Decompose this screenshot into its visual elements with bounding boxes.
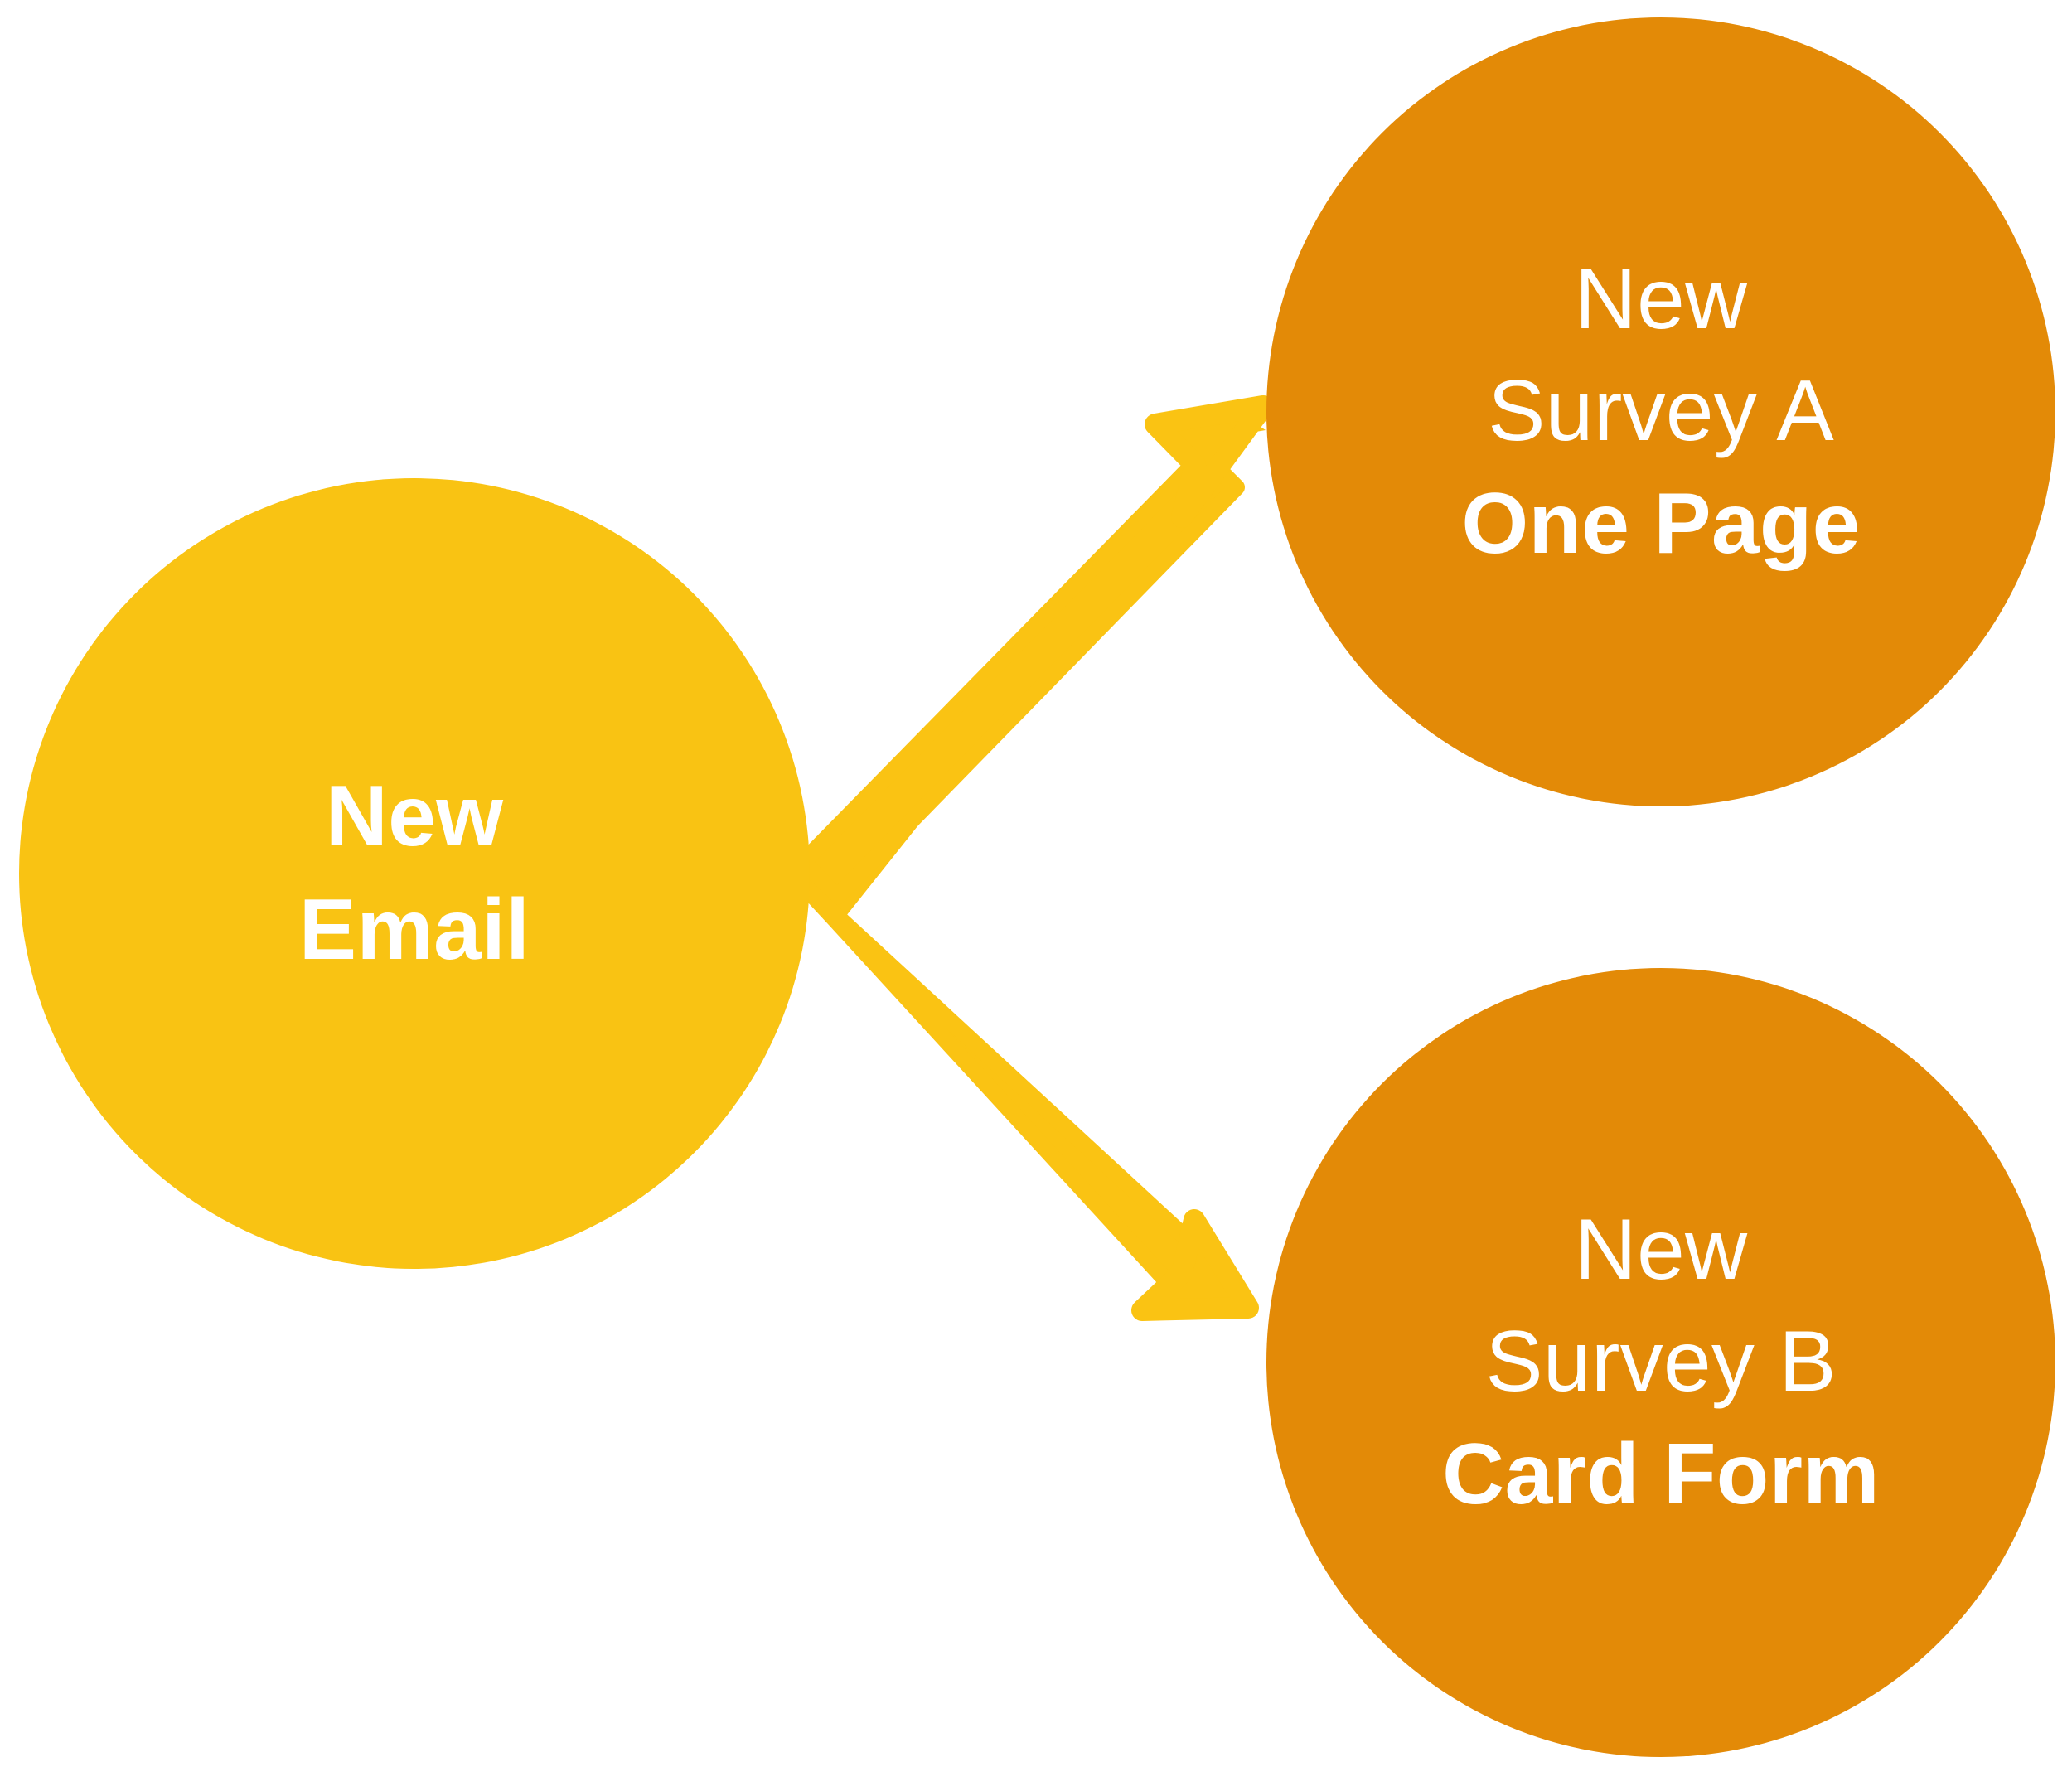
arrow-email-to-survey-a	[795, 395, 1274, 916]
arrow-email-to-survey-b	[795, 877, 1259, 1321]
node-new-email-line-2: Email	[298, 882, 530, 978]
node-new-survey-b-line-3: Card Form	[1442, 1425, 1880, 1522]
node-new-survey-b[interactable]: New Survey B Card Form	[1266, 968, 2055, 1757]
node-new-survey-a-line-2: Survey A	[1488, 363, 1834, 460]
node-new-survey-a-line-1: New	[1574, 251, 1748, 348]
node-new-survey-a-line-3: One Page	[1461, 475, 1861, 572]
node-new-survey-b-line-2: Survey B	[1485, 1314, 1837, 1411]
node-new-survey-b-line-1: New	[1574, 1202, 1748, 1299]
node-new-email-line-1: New	[325, 767, 504, 864]
node-new-survey-a[interactable]: New Survey A One Page	[1266, 17, 2055, 806]
node-new-email[interactable]: New Email	[19, 478, 810, 1269]
